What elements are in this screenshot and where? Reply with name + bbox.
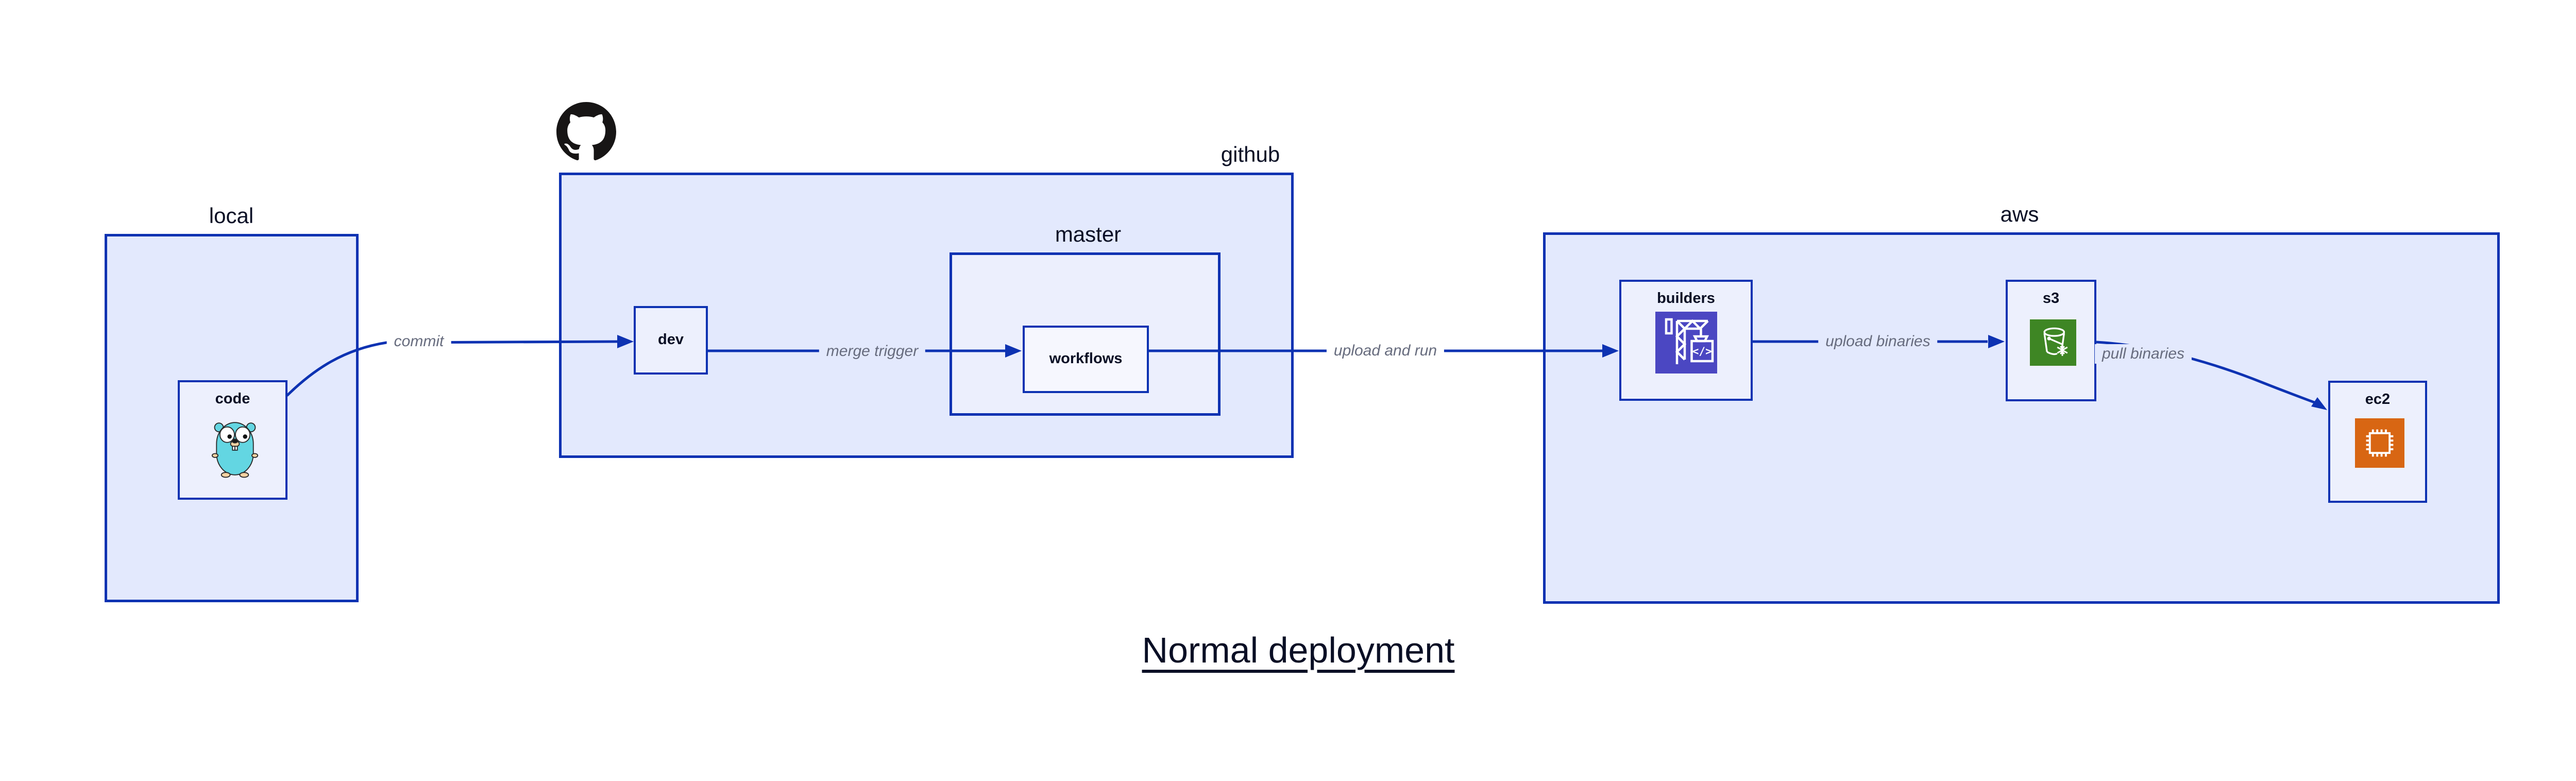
node-s3: s3 <box>2006 280 2096 401</box>
aws-ec2-icon <box>2355 418 2404 468</box>
container-label-github: github <box>1221 142 1280 166</box>
edge-label-upload-binaries: upload binaries <box>1818 332 1938 351</box>
container-label-aws: aws <box>2000 202 2039 226</box>
aws-codebuild-icon: </> <box>1655 312 1717 373</box>
node-label-workflows: workflows <box>1049 350 1123 367</box>
node-dev: dev <box>634 306 708 375</box>
edge-label-pull-binaries: pull binaries <box>2094 344 2192 364</box>
go-gopher-icon <box>211 419 259 478</box>
container-label-master: master <box>1055 222 1122 246</box>
container-label-local: local <box>209 203 254 228</box>
node-builders: builders </> <box>1619 280 1753 401</box>
github-octocat-icon <box>556 102 616 162</box>
aws-s3-glacier-icon <box>2030 319 2076 366</box>
node-label-code: code <box>215 390 250 407</box>
svg-text:</>: </> <box>1692 345 1712 358</box>
node-code: code <box>178 380 287 500</box>
node-label-dev: dev <box>658 331 684 348</box>
node-workflows: workflows <box>1023 326 1149 393</box>
node-label-ec2: ec2 <box>2365 391 2391 408</box>
edge-label-merge-trigger: merge trigger <box>819 342 926 361</box>
node-label-s3: s3 <box>2042 290 2060 307</box>
diagram-title: Normal deployment <box>1142 630 1455 670</box>
edge-label-upload-and-run: upload and run <box>1326 341 1445 361</box>
node-ec2: ec2 <box>2328 381 2427 503</box>
node-label-builders: builders <box>1657 290 1715 307</box>
edge-label-commit: commit <box>386 332 451 351</box>
